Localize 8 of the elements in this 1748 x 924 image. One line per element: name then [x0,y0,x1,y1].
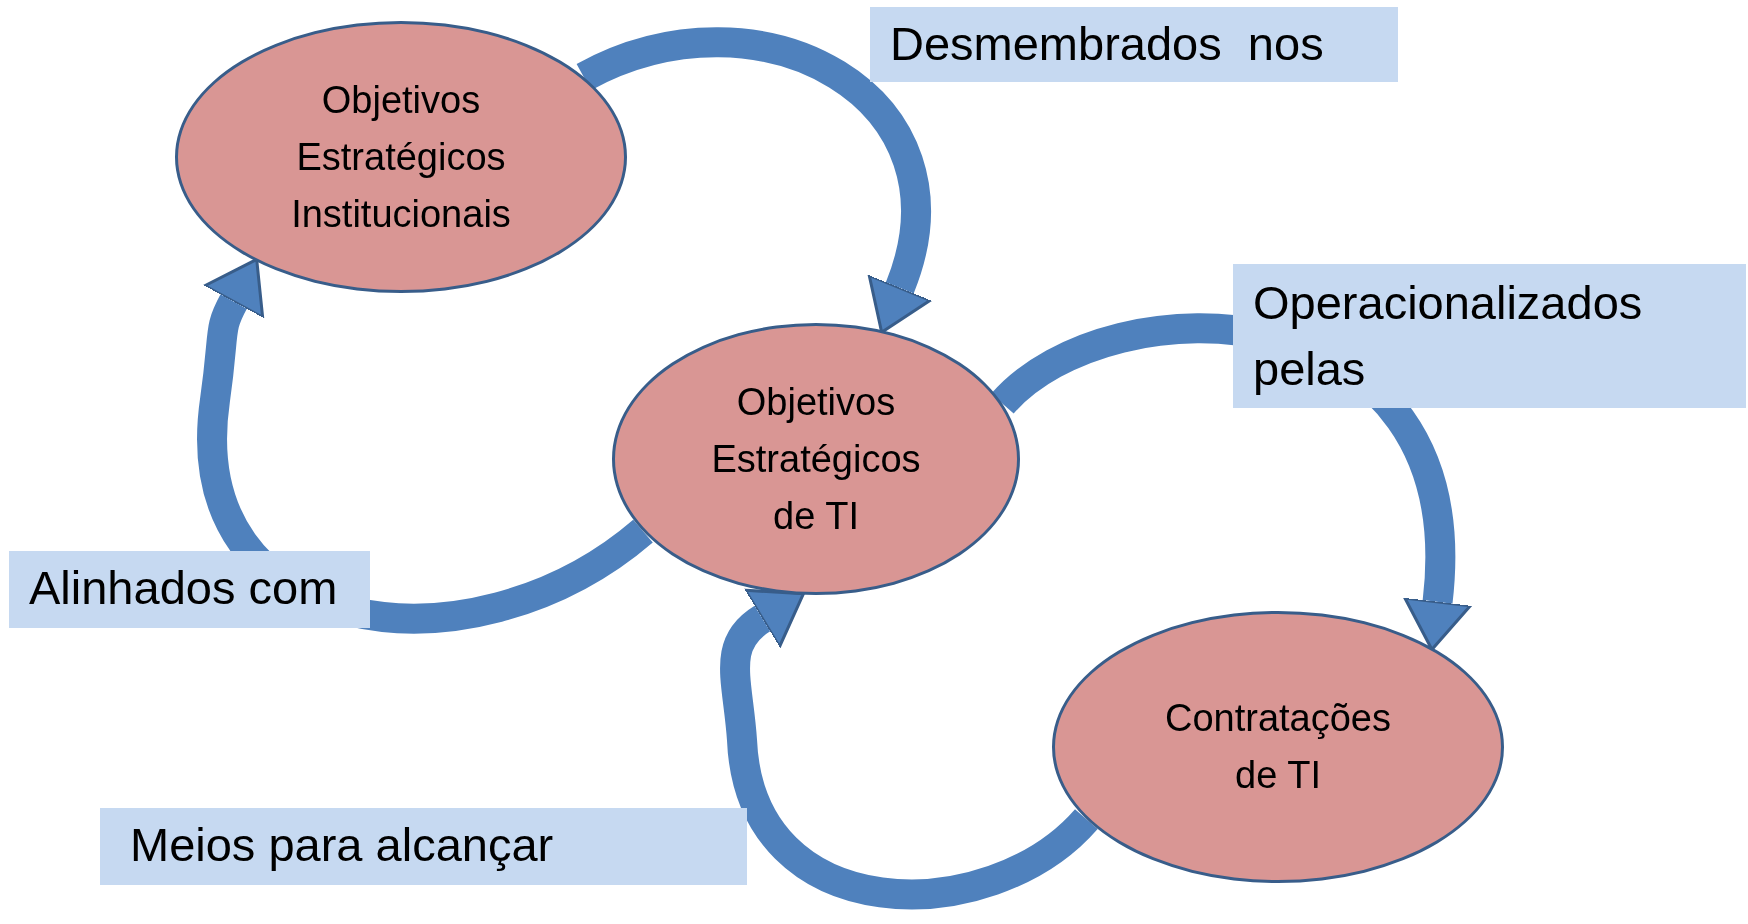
node-label: Objetivos Estratégicos Institucionais [290,77,512,237]
edge-label: Meios para alcançar [100,808,747,885]
node-label: Objetivos Estratégicos de TI [710,379,922,539]
edge-label: Alinhados com [9,551,370,628]
node-label: Contratações de TI [1164,696,1392,798]
curved-arrow [720,589,1097,910]
edge-label: Desmembrados nos [870,7,1398,82]
edge-label: Operacionalizados pelas [1233,264,1746,408]
